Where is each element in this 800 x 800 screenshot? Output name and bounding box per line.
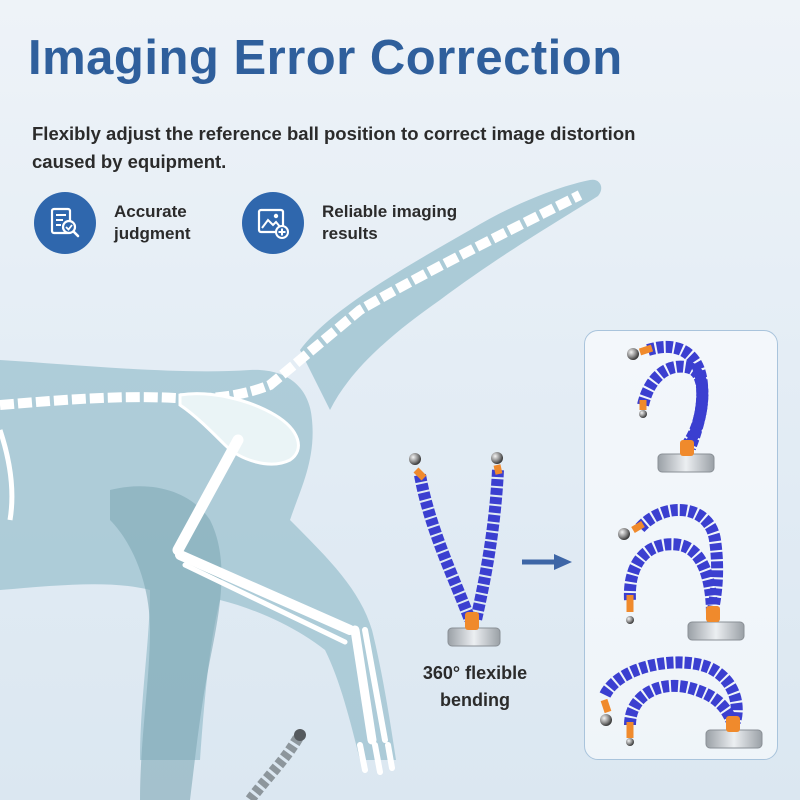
bending-caption: 360° flexible bending [422,663,528,710]
document-search-icon [34,192,96,254]
page-subtitle: Flexibly adjust the reference ball posit… [32,123,636,172]
feature-reliable-imaging: Reliable imaging results [242,192,472,254]
bending-examples-panel [584,330,778,760]
feature-accurate-judgment: Accurate judgment [34,192,214,254]
page-title: Imaging Error Correction [28,31,623,85]
feature-label: Reliable imaging results [322,202,458,243]
image-add-icon [242,192,304,254]
feature-label: Accurate judgment [114,202,191,243]
cat-xray-illustration [0,179,602,800]
